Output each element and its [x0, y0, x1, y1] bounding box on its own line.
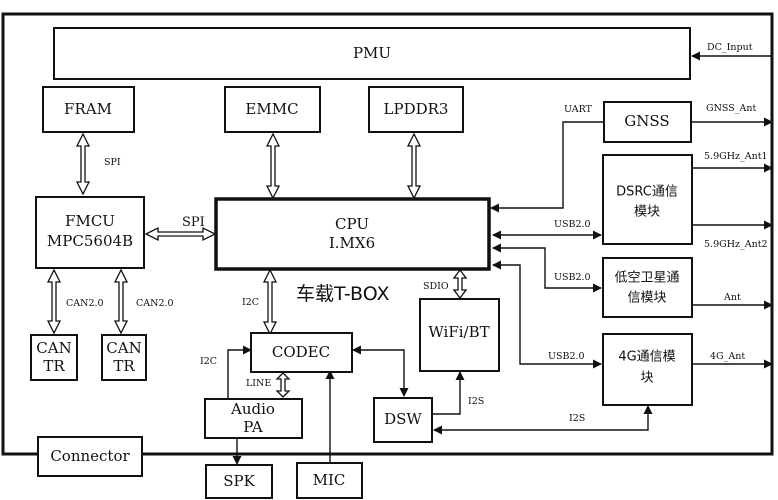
dsrc-label-line1: DSRC通信	[616, 185, 678, 200]
dsw-box	[373, 397, 433, 443]
codec-box	[250, 332, 353, 373]
leo-satellite-box	[602, 257, 693, 318]
mic-label: MIC	[313, 471, 346, 489]
wifi-bt-label: WiFi/BT	[428, 323, 489, 341]
cpu-wifi-arrow	[452, 268, 468, 300]
uart-label: UART	[564, 104, 593, 115]
4g-label-line2: 块	[640, 371, 653, 386]
tbox-title: 车载T-BOX	[296, 283, 390, 305]
line-label: LINE	[246, 378, 271, 389]
wifi-bt-box	[419, 298, 500, 372]
pmu-label: PMU	[353, 44, 391, 62]
i2c-audio-label: I2C	[200, 356, 217, 367]
fmcu-label-line2: MPC5604B	[47, 232, 133, 250]
codec-dsw-line	[352, 345, 409, 397]
gnss-box	[603, 101, 692, 143]
4g-label-line1: 4G通信模	[618, 350, 675, 365]
fmcu-can1-arrow	[46, 268, 62, 335]
dc-input-label: DC_Input	[707, 42, 753, 53]
fram-fmcu-arrow	[75, 132, 91, 196]
gnss-label: GNSS	[624, 112, 669, 130]
connector-label: Connector	[50, 447, 130, 465]
wifi-dsw-i2s-line	[432, 371, 465, 415]
sdio-label: SDIO	[423, 281, 449, 292]
can-left-label: CAN2.0	[66, 298, 104, 309]
leo-label-line1: 低空卫星通	[614, 271, 679, 286]
leo-label-line2: 信模块	[627, 291, 666, 306]
i2c-cpu-label: I2C	[242, 297, 259, 308]
spi-fram-label: SPI	[104, 157, 121, 168]
spi-cpu-label: SPI	[182, 215, 205, 230]
leo-ant-label: Ant	[723, 292, 741, 303]
lpddr3-box	[368, 86, 464, 133]
cpu-label-line2: I.MX6	[329, 234, 375, 252]
hollow-arrows	[46, 132, 468, 398]
i2s-4g-label: I2S	[569, 413, 585, 424]
usb-4g-label: USB2.0	[548, 351, 585, 362]
i2s-wifi-label: I2S	[468, 396, 484, 407]
can-tr-1-label-line2: TR	[43, 357, 65, 375]
dsrc-label-line2: 模块	[634, 205, 660, 220]
can-right-label: CAN2.0	[136, 298, 174, 309]
can-tr-1-box	[30, 334, 78, 381]
can-tr-2-box	[101, 334, 147, 381]
fmcu-box	[35, 196, 145, 269]
thin-connectors	[227, 51, 773, 465]
codec-label: CODEC	[272, 343, 330, 361]
codec-i2c-loop-line	[227, 345, 252, 400]
codec-audio-arrow	[275, 372, 291, 398]
dsw-4g-i2s-line	[433, 405, 653, 435]
usb-dsrc-label: USB2.0	[554, 219, 591, 230]
audio-pa-box	[204, 398, 303, 439]
can-tr-2-label-line2: TR	[113, 357, 135, 375]
pmu-box	[53, 27, 691, 80]
mic-box	[296, 462, 363, 499]
usb-leo-label: USB2.0	[554, 272, 591, 283]
cpu-box	[214, 197, 491, 271]
tbox-outer-frame	[1, 12, 774, 456]
cpu-4g-usb-line	[492, 260, 602, 369]
cpu-label-line1: CPU	[335, 215, 369, 233]
4g-ant-label: 4G_Ant	[710, 351, 745, 362]
4g-module-box	[602, 333, 693, 406]
audio-pa-label-line2: PA	[243, 418, 263, 436]
emmc-label: EMMC	[245, 100, 298, 118]
emmc-box	[224, 86, 321, 133]
emmc-cpu-arrow	[265, 132, 281, 200]
lpddr3-cpu-arrow	[406, 132, 422, 200]
fmcu-can2-arrow	[113, 268, 129, 335]
gnss-cpu-line	[490, 121, 603, 213]
connector-box	[37, 436, 143, 477]
fmcu-label-line1: FMCU	[65, 212, 115, 230]
dsrc-ant1-label: 5.9GHz_Ant1	[704, 151, 768, 162]
fram-box	[42, 86, 135, 133]
dsrc-ant2-label: 5.9GHz_Ant2	[704, 239, 768, 250]
cpu-codec-arrow	[262, 268, 278, 336]
audio-pa-label-line1: Audio	[230, 400, 275, 418]
fram-label: FRAM	[64, 100, 112, 118]
dsw-label: DSW	[384, 410, 422, 428]
can-tr-1-label-line1: CAN	[36, 339, 71, 357]
can-tr-2-label-line1: CAN	[106, 339, 141, 357]
dsrc-box	[602, 154, 693, 245]
gnss-ant-label: GNSS_Ant	[706, 103, 756, 114]
spk-box	[205, 464, 273, 499]
lpddr3-label: LPDDR3	[384, 100, 449, 118]
spk-label: SPK	[223, 472, 255, 490]
